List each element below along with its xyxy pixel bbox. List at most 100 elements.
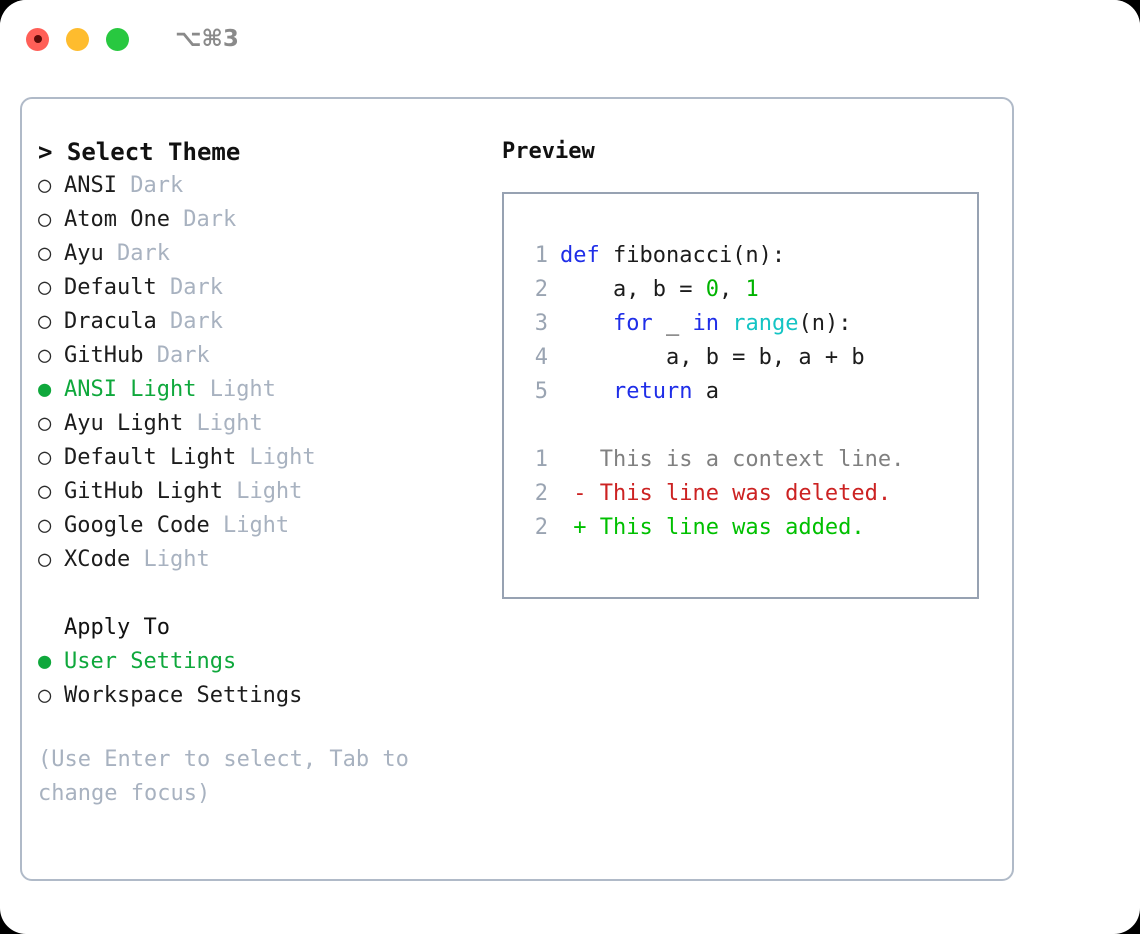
- code-token-txt: _: [652, 311, 693, 336]
- line-number: 1: [534, 447, 548, 472]
- code-text: return a: [560, 375, 719, 409]
- theme-option-google-code[interactable]: ○ Google Code Light: [38, 509, 498, 543]
- theme-option-category: Dark: [103, 241, 170, 266]
- code-token-txt: [560, 379, 613, 404]
- diff-line-add: 2 + This line was added.: [518, 511, 977, 545]
- diff-preview: 1 This is a context line.2 - This line w…: [518, 443, 977, 545]
- theme-selector-column: > Select Theme ○ANSI Dark○Atom One Dark○…: [38, 135, 498, 811]
- theme-option-category: Light: [236, 445, 316, 470]
- radio-unselected-icon: ○: [38, 343, 52, 368]
- code-token-txt: a: [692, 379, 719, 404]
- apply-to-option-user-settings[interactable]: ● User Settings: [38, 645, 498, 679]
- preview-heading: Preview: [502, 139, 595, 164]
- code-line: 2 a, b = 0, 1: [518, 273, 977, 307]
- theme-option-ayu-light[interactable]: ○Ayu Light Light: [38, 407, 498, 441]
- code-token-txt: ,: [718, 277, 746, 302]
- apply-to-list[interactable]: ● User Settings ○Workspace Settings: [38, 645, 498, 713]
- diff-text: + This line was added.: [560, 515, 865, 540]
- code-token-num: 0: [705, 277, 719, 302]
- theme-option-ansi[interactable]: ○ ANSI Dark: [38, 169, 498, 203]
- radio-unselected-icon: ○: [38, 513, 52, 538]
- diff-line-ctx: 1 This is a context line.: [518, 443, 977, 477]
- theme-option-category: Dark: [169, 207, 237, 232]
- window-controls: [26, 27, 129, 51]
- apply-to-heading: Apply To: [64, 615, 170, 640]
- code-text: a, b = b, a + b: [560, 341, 865, 375]
- minimize-button-icon[interactable]: [66, 27, 89, 51]
- recording-dot-icon: [33, 35, 42, 43]
- theme-option-atom-one[interactable]: ○ Atom One Dark: [38, 203, 498, 237]
- code-token-kw: return: [612, 379, 693, 404]
- radio-unselected-icon: ○: [38, 479, 52, 504]
- theme-option-label: Dracula: [64, 309, 157, 334]
- keyboard-shortcut-label: ⌥⌘3: [175, 26, 239, 52]
- list-spacer: [38, 577, 498, 611]
- radio-unselected-icon: ○: [38, 173, 52, 198]
- radio-unselected-icon: ○: [38, 445, 52, 470]
- radio-unselected-icon: ○: [38, 241, 52, 266]
- code-token-txt: a, b = b, a + b: [560, 345, 865, 370]
- radio-selected-icon: ●: [38, 377, 52, 402]
- theme-option-label: Google Code: [64, 513, 210, 538]
- select-theme-heading: > Select Theme: [38, 138, 241, 166]
- radio-selected-icon: ●: [38, 649, 52, 674]
- code-token-kw: in: [692, 311, 719, 336]
- code-line: 3 for _ in range(n):: [518, 307, 977, 341]
- diff-line-del: 2 - This line was deleted.: [518, 477, 977, 511]
- radio-unselected-icon: ○: [38, 547, 52, 572]
- line-number: 3: [534, 311, 548, 336]
- code-token-txt: (n):: [798, 311, 852, 336]
- code-text: def fibonacci(n):: [560, 239, 785, 273]
- code-text: a, b = 0, 1: [560, 273, 759, 307]
- theme-option-dracula[interactable]: ○Dracula Dark: [38, 305, 498, 339]
- code-token-kw: for: [612, 311, 653, 336]
- line-number: 2: [534, 515, 548, 540]
- theme-option-github[interactable]: ○GitHub Dark: [38, 339, 498, 373]
- keyboard-hint-text: (Use Enter to select, Tab to change focu…: [38, 747, 423, 806]
- code-line: 4 a, b = b, a + b: [518, 341, 977, 375]
- theme-option-ansi-light[interactable]: ●ANSI Light Light: [38, 373, 498, 407]
- radio-unselected-icon: ○: [38, 683, 52, 708]
- apply-to-option-workspace-settings[interactable]: ○Workspace Settings: [38, 679, 498, 713]
- title-bar: ⌥⌘3: [0, 0, 1140, 78]
- close-button-icon[interactable]: [26, 27, 49, 51]
- code-token-fn: range: [732, 311, 799, 336]
- theme-option-category: Light: [222, 479, 303, 504]
- theme-option-category: Light: [196, 377, 276, 402]
- diff-text: This is a context line.: [560, 447, 905, 472]
- line-number: 2: [534, 481, 548, 506]
- line-number: 2: [534, 277, 548, 302]
- theme-option-xcode[interactable]: ○XCode Light: [38, 543, 498, 577]
- line-number: 4: [534, 345, 548, 370]
- theme-list[interactable]: ○ANSI Dark○Atom One Dark○Ayu Dark○Defaul…: [38, 169, 498, 577]
- theme-option-ayu[interactable]: ○ Ayu Dark: [38, 237, 498, 271]
- theme-option-label: Default Light: [64, 445, 237, 470]
- theme-option-label: Default: [64, 275, 157, 300]
- theme-option-category: Light: [209, 513, 290, 538]
- line-number: 1: [534, 243, 548, 268]
- theme-option-default-light[interactable]: ○ Default Light Light: [38, 441, 498, 475]
- theme-option-label: Ayu: [64, 241, 104, 266]
- theme-option-label: GitHub Light: [64, 479, 223, 504]
- theme-option-category: Light: [183, 411, 263, 436]
- diff-text: - This line was deleted.: [560, 481, 892, 506]
- theme-option-default[interactable]: ○Default Dark: [38, 271, 498, 305]
- theme-option-category: Dark: [156, 275, 223, 300]
- theme-option-label: Atom One: [64, 207, 170, 232]
- theme-option-github-light[interactable]: ○ GitHub Light Light: [38, 475, 498, 509]
- apply-to-option-label: User Settings: [64, 649, 237, 674]
- preview-spacer: [518, 409, 977, 443]
- theme-option-label: XCode: [64, 547, 131, 572]
- code-token-kw: def: [560, 243, 613, 268]
- radio-unselected-icon: ○: [38, 207, 52, 232]
- code-token-txt: a, b =: [560, 277, 706, 302]
- maximize-button-icon[interactable]: [106, 27, 129, 51]
- main-panel: > Select Theme ○ANSI Dark○Atom One Dark○…: [20, 97, 1014, 881]
- theme-option-label: ANSI: [64, 173, 117, 198]
- theme-option-category: Dark: [116, 173, 184, 198]
- theme-option-label: Ayu Light: [64, 411, 184, 436]
